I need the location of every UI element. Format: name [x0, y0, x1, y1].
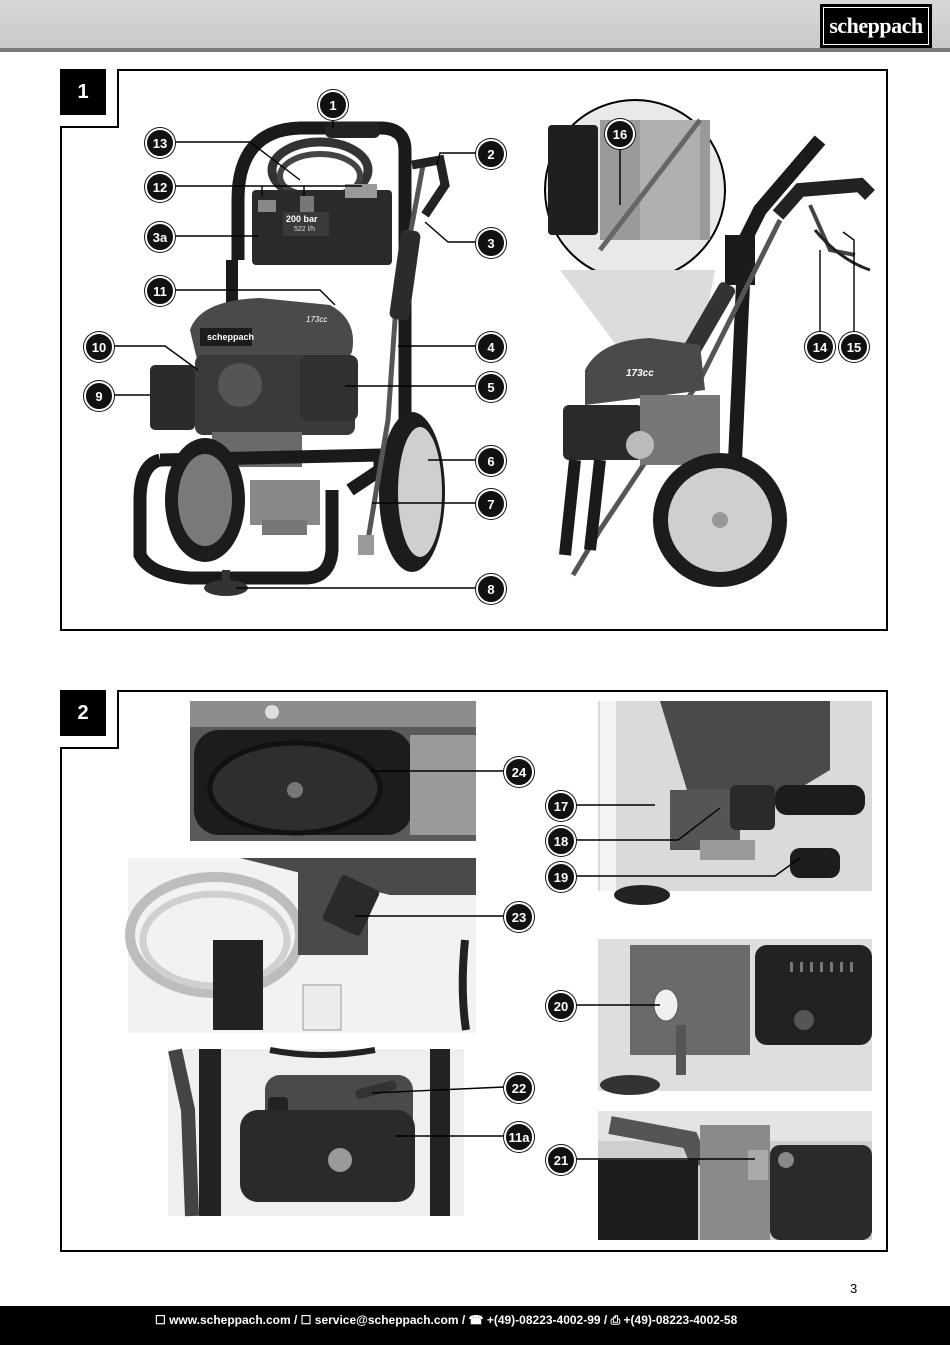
callout-5: 5 — [476, 372, 506, 402]
callout-7: 7 — [476, 489, 506, 519]
footer-contact: ☐ www.scheppach.com / ☐ service@scheppac… — [155, 1313, 738, 1327]
header-bar — [0, 0, 950, 52]
callout-11a: 11a — [504, 1122, 534, 1152]
callout-19: 19 — [546, 862, 576, 892]
flow-display-label: 522 l/h — [294, 226, 316, 233]
callout-13: 13 — [145, 128, 175, 158]
engine-cc-badge: 173cc — [306, 315, 328, 324]
footer-bar — [0, 1306, 950, 1345]
callout-14: 14 — [805, 332, 835, 362]
callout-11: 11 — [145, 276, 175, 306]
callout-17: 17 — [546, 791, 576, 821]
engine-brand-label: scheppach — [207, 332, 255, 342]
callout-20: 20 — [546, 991, 576, 1021]
callout-8: 8 — [476, 574, 506, 604]
side-engine-cc-badge: 173cc — [626, 368, 654, 379]
figure-2-panel — [60, 690, 888, 1252]
callout-15: 15 — [839, 332, 869, 362]
callout-3a: 3a — [145, 222, 175, 252]
figure-2-label: 2 — [60, 690, 106, 736]
callout-6: 6 — [476, 446, 506, 476]
brand-logo-text: scheppach — [823, 7, 929, 45]
page-number: 3 — [850, 1281, 858, 1296]
callout-9: 9 — [84, 381, 114, 411]
callout-16: 16 — [605, 119, 635, 149]
callout-18: 18 — [546, 826, 576, 856]
pressure-display-label: 200 bar — [286, 214, 318, 224]
figure-1-label: 1 — [60, 69, 106, 115]
callout-22: 22 — [504, 1073, 534, 1103]
callout-2: 2 — [476, 139, 506, 169]
callout-21: 21 — [546, 1145, 576, 1175]
callout-24: 24 — [504, 757, 534, 787]
callout-23: 23 — [504, 902, 534, 932]
callout-4: 4 — [476, 332, 506, 362]
callout-1: 1 — [318, 90, 348, 120]
callout-10: 10 — [84, 332, 114, 362]
callout-3: 3 — [476, 228, 506, 258]
figure-1-panel — [60, 69, 888, 631]
brand-logo: scheppach — [820, 4, 932, 48]
callout-12: 12 — [145, 172, 175, 202]
